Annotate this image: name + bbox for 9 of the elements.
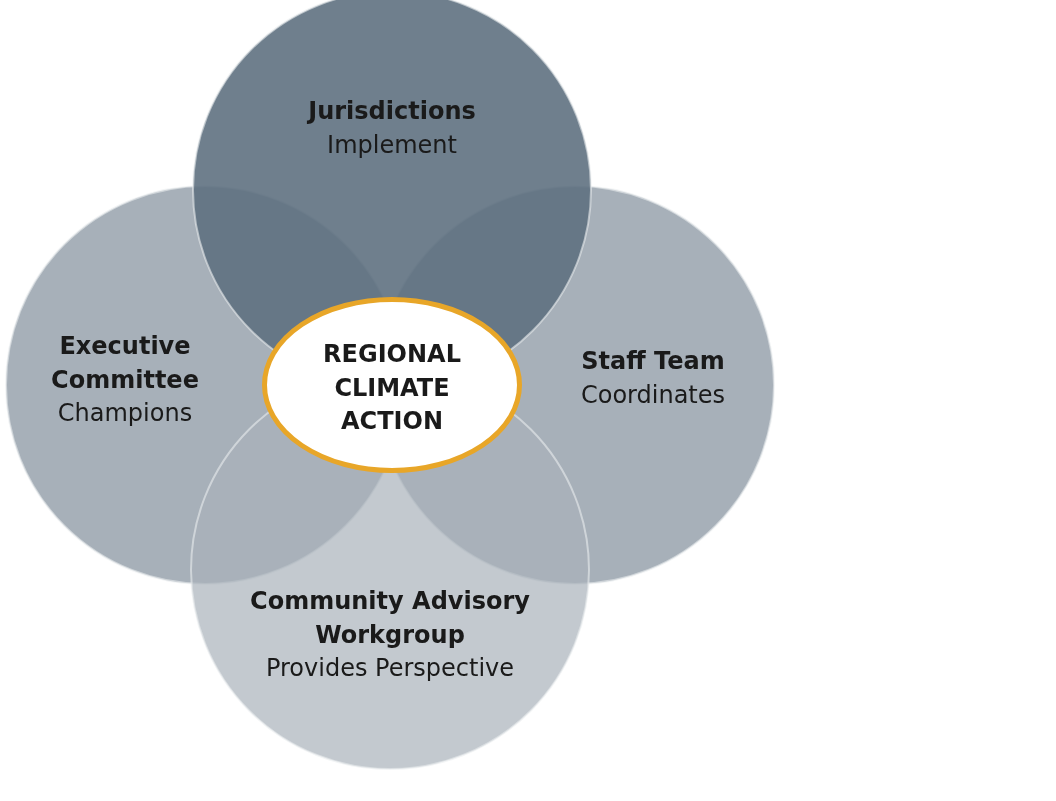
center-title: REGIONAL CLIMATE ACTION	[322, 339, 462, 438]
role-label: Implement	[326, 129, 458, 161]
circle-heading: Jurisdictions	[306, 96, 477, 127]
circle-heading: Staff Team	[580, 346, 726, 377]
circle-heading: Executive Committee	[50, 331, 200, 396]
role-label: Coordinates	[579, 379, 727, 411]
circle-heading: Community Advisory Workgroup	[249, 586, 531, 651]
role-label: Provides Perspective	[264, 653, 516, 685]
role-label: Champions	[56, 398, 194, 430]
